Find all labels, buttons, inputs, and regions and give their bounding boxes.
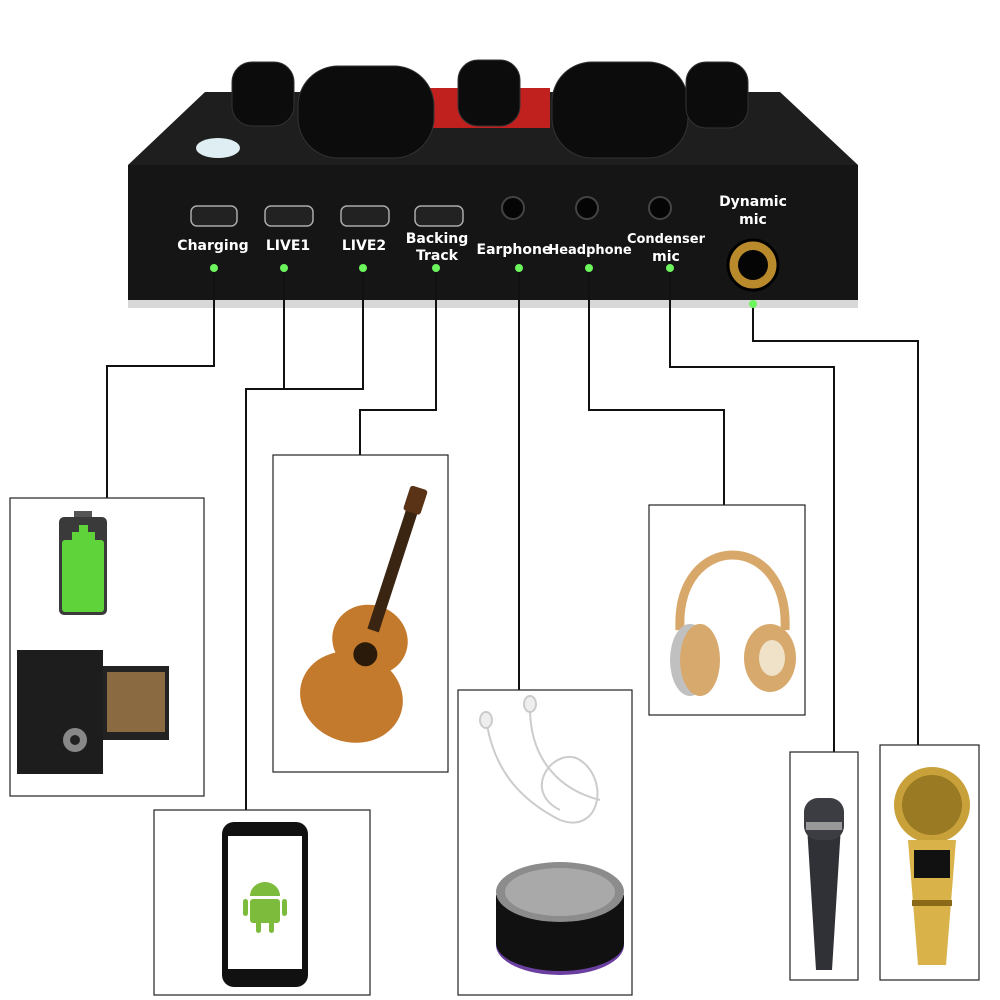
indicator-dots <box>210 264 757 308</box>
port-label-dynamic-mic: mic <box>739 212 767 228</box>
port-label-backing: Backing <box>406 231 469 247</box>
earphone-speaker-box <box>457 689 633 996</box>
port-label-condenser: Condenser <box>627 232 706 247</box>
port-label-earphone: Earphone <box>477 242 552 258</box>
knob-large <box>551 61 689 159</box>
led-button <box>196 138 240 158</box>
jack-headphone <box>575 196 599 220</box>
guitar-icon <box>300 485 428 743</box>
port-label-condenser-mic: mic <box>652 249 680 265</box>
jack-condenser-mic <box>648 196 672 220</box>
speaker-icon <box>496 862 624 975</box>
knob <box>685 61 749 129</box>
condenser-mic-box <box>789 751 859 981</box>
dynamic-mic-box <box>879 744 980 981</box>
battery-icon <box>59 511 107 615</box>
headphone-box <box>648 504 806 716</box>
knob <box>231 61 295 127</box>
smartphone-box <box>153 809 371 996</box>
guitar-box <box>272 454 449 773</box>
usb-port-backing-track <box>414 205 464 227</box>
port-label-track: Track <box>416 248 459 264</box>
usb-port-live2 <box>340 205 390 227</box>
dynamic-microphone-icon <box>894 767 970 965</box>
wires <box>106 268 919 810</box>
charging-device-box <box>9 497 205 797</box>
condenser-microphone-icon <box>804 798 844 970</box>
sound-card: Charging LIVE1 LIVE2 Backing Track Earph… <box>128 59 858 308</box>
port-label-charging: Charging <box>177 238 248 254</box>
usb-port-live1 <box>264 205 314 227</box>
jack-earphone <box>501 196 525 220</box>
headphones-icon <box>670 550 796 696</box>
knob-large <box>297 65 435 159</box>
knob <box>457 59 521 127</box>
earphones-icon <box>479 695 601 824</box>
port-label-headphone: Headphone <box>548 243 632 258</box>
port-label-dynamic: Dynamic <box>719 194 787 210</box>
usb-port-charging <box>190 205 238 227</box>
port-label-live2: LIVE2 <box>342 238 386 254</box>
port-label-live1: LIVE1 <box>266 238 310 254</box>
desktop-computer-icon <box>17 650 169 774</box>
android-icon <box>243 882 287 933</box>
